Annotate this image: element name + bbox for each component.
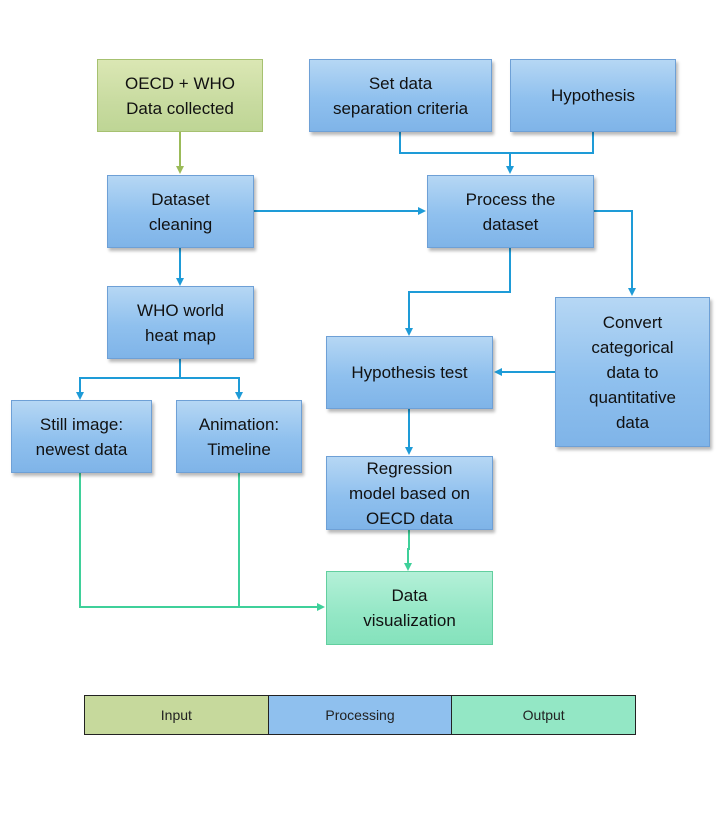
node-data-visualization: Data visualization (326, 571, 493, 645)
node-heat-map: WHO world heat map (107, 286, 254, 359)
edge-criteria-to-process (399, 132, 514, 174)
edge-process-to-test (405, 248, 511, 336)
node-separation-criteria: Set data separation criteria (309, 59, 492, 132)
edge-heatmap-to-animation (180, 377, 243, 400)
node-convert-data: Convert categorical data to quantitative… (555, 297, 710, 447)
node-hypothesis: Hypothesis (510, 59, 676, 132)
edge-hypothesis-to-process (510, 132, 594, 154)
edge-process-to-convert (594, 210, 636, 296)
node-data-collected: OECD + WHO Data collected (97, 59, 263, 132)
edge-still-to-visualization (79, 473, 325, 611)
node-animation: Animation: Timeline (176, 400, 302, 473)
node-dataset-cleaning: Dataset cleaning (107, 175, 254, 248)
node-regression-model: Regression model based on OECD data (326, 456, 493, 530)
edge-heatmap-to-still (76, 359, 181, 400)
legend-input: Input (85, 696, 268, 734)
legend-processing: Processing (267, 696, 452, 734)
node-process-dataset: Process the dataset (427, 175, 594, 248)
legend: Input Processing Output (84, 695, 636, 735)
node-hypothesis-test: Hypothesis test (326, 336, 493, 409)
edge-regression-to-visualization (404, 530, 412, 571)
legend-output: Output (451, 696, 636, 734)
node-still-image: Still image: newest data (11, 400, 152, 473)
